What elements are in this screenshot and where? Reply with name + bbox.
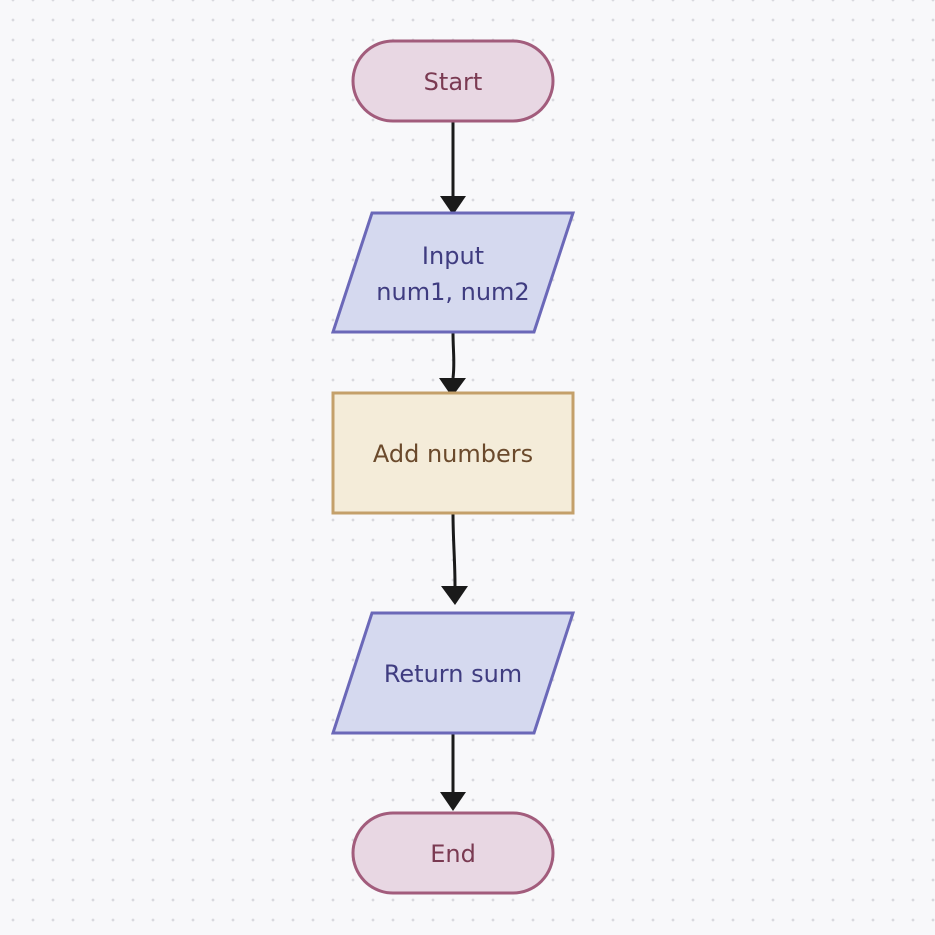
edge-output-to-end [440, 733, 466, 811]
input-node[interactable]: Input num1, num2 [330, 211, 576, 334]
start-node[interactable]: Start [351, 39, 555, 123]
edges [439, 121, 468, 811]
edge-input-to-process [439, 331, 466, 397]
output-node-label: Return sum [384, 660, 522, 688]
process-node-label: Add numbers [373, 440, 533, 468]
edge-start-to-input [440, 121, 466, 215]
end-node-label: End [430, 840, 476, 868]
end-node[interactable]: End [351, 811, 555, 895]
input-node-label-line1: Input [422, 242, 484, 270]
input-node-label-line2: num1, num2 [376, 278, 529, 306]
output-node[interactable]: Return sum [330, 611, 576, 735]
process-node[interactable]: Add numbers [331, 391, 575, 515]
start-node-label: Start [424, 68, 483, 96]
edge-process-to-output [441, 512, 468, 605]
